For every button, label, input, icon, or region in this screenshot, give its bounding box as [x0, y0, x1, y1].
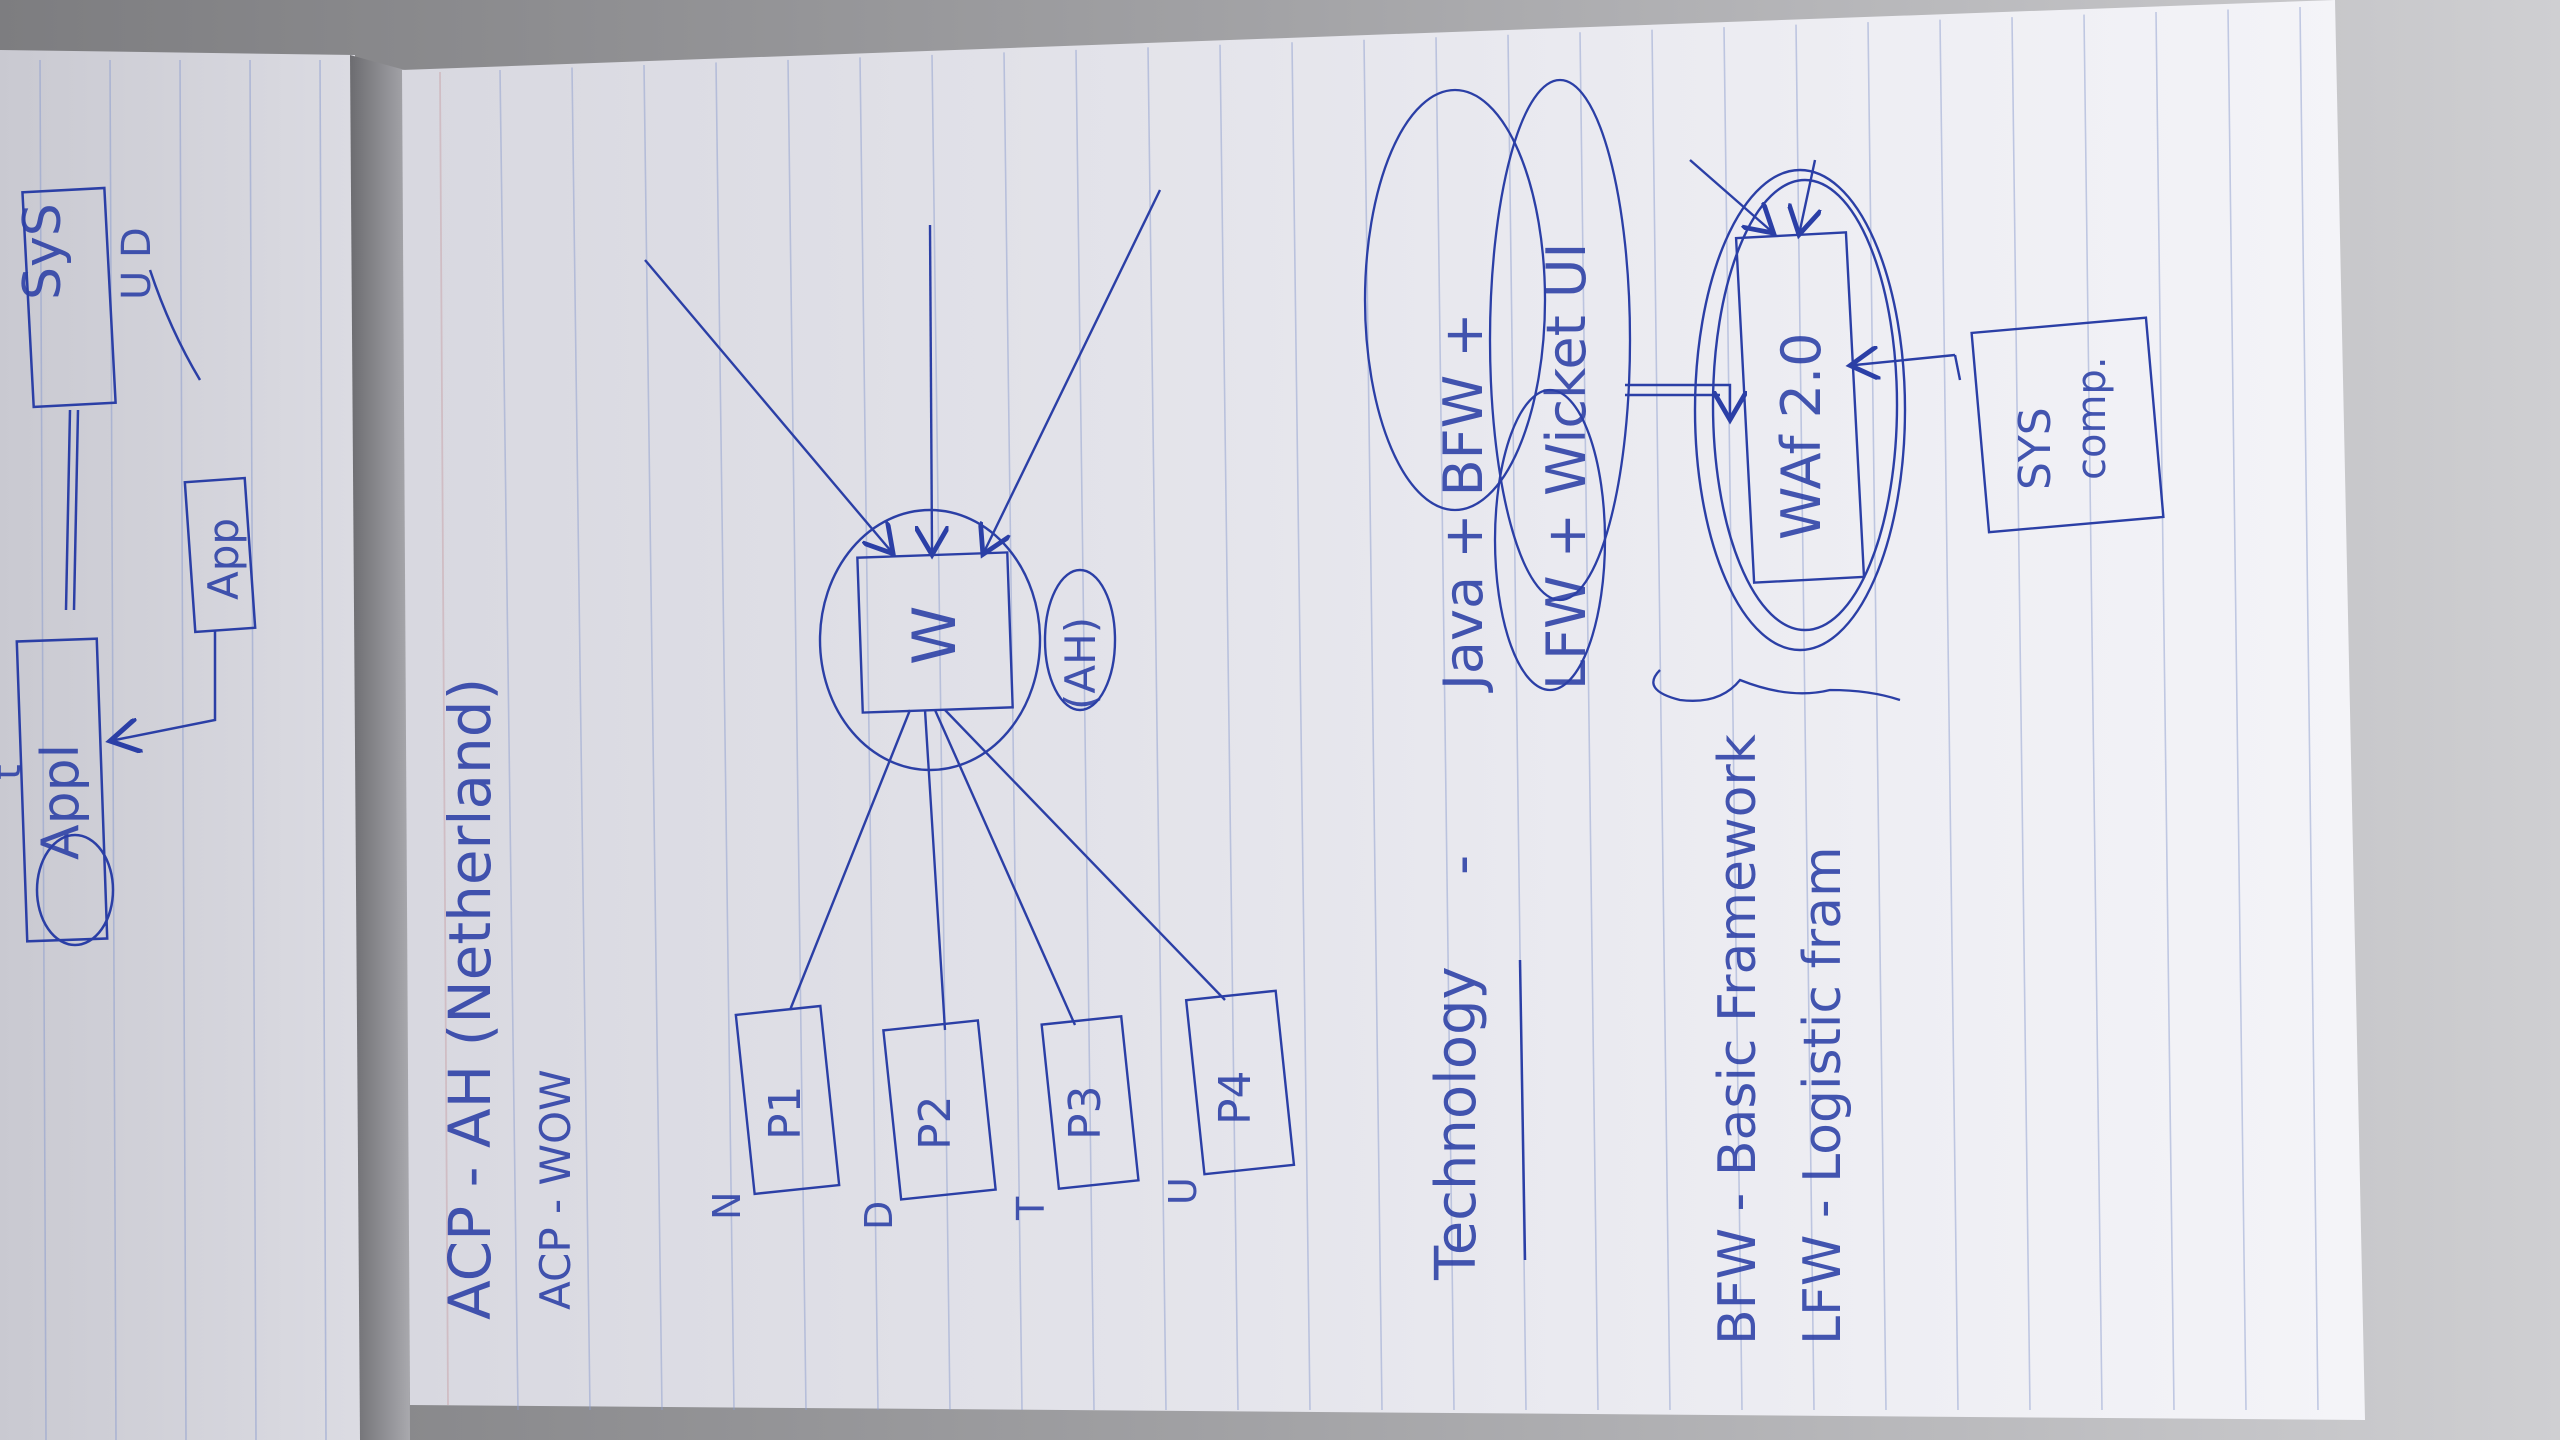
ruled-line [859, 57, 879, 1411]
ruled-line [1291, 42, 1311, 1411]
page-subtitle: ACP - WOW [531, 1069, 580, 1310]
waf-text: WAf 2.0 SYS comp. [1770, 332, 2115, 540]
right-page [402, 0, 2365, 1420]
left-sys-label: SyS [13, 203, 73, 300]
hub-tag: (AH) [1056, 617, 1105, 710]
hub-circle [818, 508, 1042, 772]
node-box-p2 [882, 1019, 997, 1201]
right-app-label: App [199, 518, 248, 600]
sys-comp-box [1970, 316, 2165, 534]
ruled-line [787, 59, 807, 1411]
ruled-line [39, 59, 47, 1440]
tech-loop-1 [1363, 88, 1547, 512]
right-app-box [183, 476, 257, 634]
technology-label: Technology [1424, 966, 1489, 1281]
node-side-mark: U [1161, 1177, 1205, 1205]
ruled-line [2083, 14, 2103, 1411]
ruled-line [499, 69, 519, 1411]
tech-loop-2 [1488, 78, 1632, 602]
legend-brace [1652, 669, 1901, 702]
notebook-spine [350, 55, 410, 1440]
waf-loop-1 [1693, 168, 1907, 652]
ruled-line [2227, 9, 2247, 1411]
node-label-p3: P3 [1060, 1085, 1111, 1140]
tech-line-1: Java + BFW + [1432, 312, 1495, 693]
sys-comp-line-2: comp. [2069, 356, 2115, 480]
tech-loop-3 [1493, 388, 1607, 692]
spoke-out-p4 [944, 709, 1226, 1001]
ruled-line [715, 62, 735, 1411]
ruled-line [319, 59, 327, 1440]
left-page [0, 50, 370, 1440]
sys-comp-line-1: SYS [2010, 407, 2061, 490]
hub-label: W [900, 606, 970, 665]
ruled-line [1651, 29, 1671, 1411]
node-side-mark: D [857, 1201, 901, 1230]
ruled-line [643, 64, 663, 1411]
ruled-line [1939, 19, 1959, 1411]
node-box-p4 [1184, 989, 1296, 1176]
ruled-line [1147, 47, 1167, 1411]
ruled-line [2155, 12, 2175, 1411]
node-side-mark: T [1009, 1196, 1053, 1221]
node-label-p1: P1 [760, 1085, 811, 1140]
legend-bfw: BFW - Basic Framework [1708, 734, 1768, 1345]
ruled-line [1075, 49, 1095, 1411]
hub-diagram [644, 189, 1296, 1201]
technology-underline [1518, 959, 1527, 1261]
left-page-notes [15, 186, 257, 947]
ruled-line [1219, 44, 1239, 1411]
left-page-text: SyS U D Appl App t [0, 203, 248, 860]
waf-loop-2 [1711, 178, 1899, 632]
spoke-out-p3 [933, 709, 1077, 1026]
left-t-mark: t [0, 764, 30, 780]
node-box-p3 [1040, 1014, 1140, 1191]
spoke-in-2 [930, 224, 932, 550]
node-box-p1 [734, 1004, 841, 1196]
left-app-box [15, 637, 109, 943]
ruled-line [571, 67, 591, 1411]
ruled-line [1435, 37, 1455, 1411]
ruled-line [1579, 32, 1599, 1411]
ruled-line [249, 59, 257, 1440]
spoke-in-3 [985, 189, 1162, 550]
legend-lfw: LFW - Logistic fram [1793, 846, 1853, 1345]
node-label-p2: P2 [910, 1095, 961, 1150]
left-ud-label: U D [114, 227, 160, 300]
arrow-tech-to-waf [1625, 383, 1730, 415]
hub-tag-circle [1043, 568, 1117, 712]
ruled-line [2299, 6, 2319, 1411]
legend: BFW - Basic Framework LFW - Logistic fra… [1652, 669, 1901, 1345]
node-labels: P1 P2 P3 P4 [760, 1070, 1261, 1150]
ruled-line [1795, 24, 1815, 1411]
ruled-line [179, 59, 187, 1440]
left-sys-box [21, 186, 117, 409]
spoke-out-p1 [788, 709, 912, 1011]
spoke-out-p2 [923, 709, 947, 1031]
ruled-line [1723, 27, 1743, 1411]
technology-dash: - [1429, 855, 1494, 875]
spoke-in-1 [644, 259, 890, 550]
ruled-line [1003, 52, 1023, 1411]
hub-diagram-text: W (AH) [900, 606, 1105, 710]
waf-section [1625, 159, 2165, 652]
arrow-top-into-waf [1689, 159, 1770, 230]
ruled-line [931, 54, 951, 1411]
node-side-mark: N [705, 1192, 749, 1220]
node-label-p4: P4 [1210, 1070, 1261, 1125]
ruled-line [1867, 22, 1887, 1411]
left-app-label: Appl [31, 744, 91, 860]
arrow-waf-to-sys [1855, 355, 1956, 365]
left-connector [64, 409, 72, 611]
waf-label: WAf 2.0 [1770, 332, 1833, 540]
margin-line [439, 71, 449, 1406]
ruled-line [2011, 17, 2031, 1411]
technology-section: Technology - Java + BFW + LFW + Wicket U… [1363, 78, 1632, 1281]
page-title: ACP - AH (Netherland) [436, 678, 504, 1320]
left-scribble [35, 833, 115, 947]
